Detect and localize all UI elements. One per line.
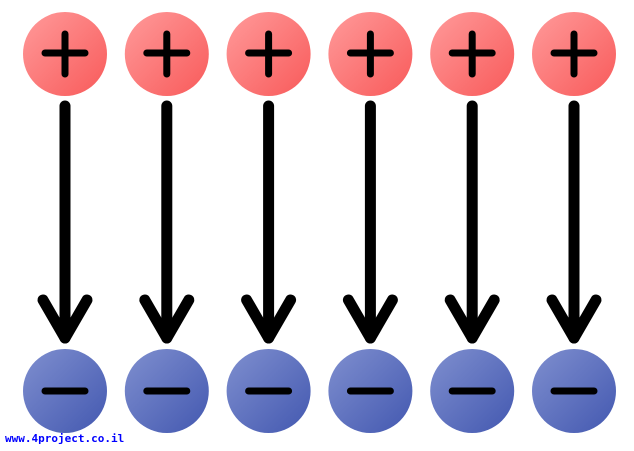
field-arrow	[139, 100, 195, 344]
plus-icon	[346, 30, 394, 78]
positive-charge	[124, 12, 209, 96]
field-arrow	[546, 100, 602, 344]
field-column	[226, 12, 311, 433]
positive-charge	[226, 12, 311, 96]
plus-icon	[41, 30, 89, 78]
positive-charge	[430, 12, 515, 96]
negative-charge	[328, 349, 413, 433]
negative-charge	[23, 349, 107, 433]
field-arrow	[342, 100, 398, 344]
positive-charge	[23, 12, 107, 96]
field-column	[328, 12, 413, 433]
field-arrow	[37, 100, 93, 344]
positive-charge	[328, 12, 413, 96]
negative-charge	[430, 349, 515, 433]
field-column	[124, 12, 209, 433]
positive-charge	[532, 12, 616, 96]
plus-icon	[245, 30, 293, 78]
plus-icon	[448, 30, 496, 78]
field-column	[532, 12, 616, 433]
watermark: www.4project.co.il	[5, 432, 125, 445]
negative-charge	[226, 349, 311, 433]
plus-icon	[143, 30, 191, 78]
negative-charge	[532, 349, 616, 433]
field-column	[430, 12, 515, 433]
plus-icon	[550, 30, 598, 78]
field-arrow	[241, 100, 297, 344]
field-column	[23, 12, 107, 433]
field-arrow	[444, 100, 500, 344]
negative-charge	[124, 349, 209, 433]
